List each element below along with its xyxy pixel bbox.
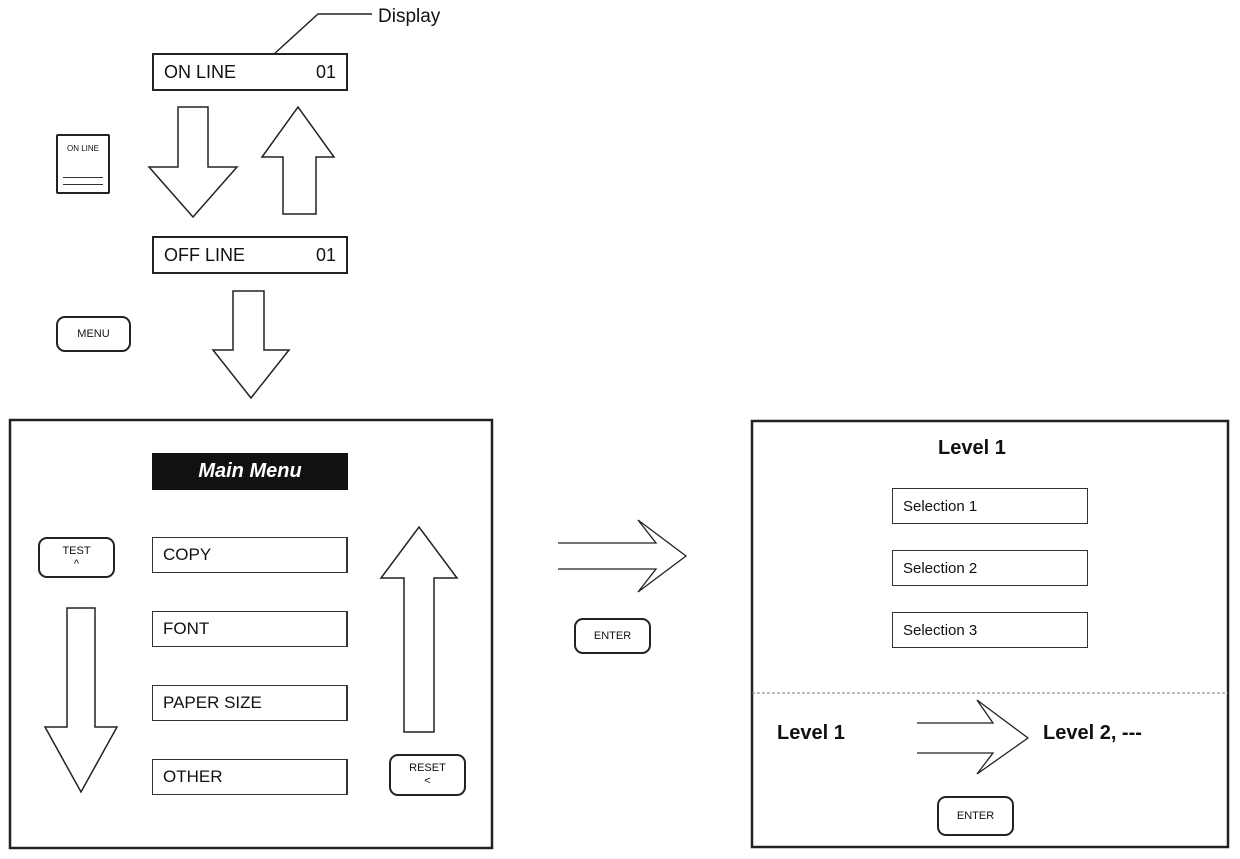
- reset-key[interactable]: RESET <: [389, 754, 466, 796]
- display-label: Display: [378, 6, 441, 27]
- menu-item-other[interactable]: OTHER: [152, 759, 348, 795]
- selection-3[interactable]: Selection 3: [892, 612, 1088, 648]
- lcd-offline-text: OFF LINE: [164, 244, 246, 265]
- menu-item-copy[interactable]: COPY: [152, 537, 348, 573]
- online-key-label: ON LINE: [66, 144, 99, 153]
- menu-key[interactable]: MENU: [56, 316, 131, 352]
- left-caret-icon: <: [424, 775, 431, 787]
- enter-key[interactable]: ENTER: [574, 618, 651, 654]
- arrow-up-offline: [260, 105, 336, 215]
- menu-key-label: MENU: [77, 327, 110, 340]
- arrow-down-online: [147, 106, 239, 219]
- enter-key-level[interactable]: ENTER: [937, 796, 1014, 836]
- display-callout-line: [272, 13, 372, 56]
- test-key-label: TEST: [62, 544, 91, 557]
- lcd-offline: OFF LINE 01: [152, 236, 348, 274]
- enter-key-label: ENTER: [593, 629, 632, 642]
- lcd-online-number: 01: [315, 61, 336, 82]
- reset-key-label: RESET: [409, 762, 446, 774]
- online-key-lines: [63, 177, 103, 185]
- arrow-down-to-menu: [211, 290, 291, 400]
- online-key[interactable]: ON LINE: [56, 134, 110, 194]
- lcd-online: ON LINE 01: [152, 53, 348, 91]
- level-panel-title: Level 1: [938, 437, 1006, 459]
- selection-2[interactable]: Selection 2: [892, 550, 1088, 586]
- enter-arrow: [558, 519, 688, 593]
- lcd-online-text: ON LINE: [164, 61, 237, 82]
- level-to-label: Level 2, ---: [1043, 722, 1142, 744]
- main-menu-title: Main Menu: [152, 453, 348, 490]
- level-from-label: Level 1: [777, 722, 845, 744]
- main-menu-frame: [8, 418, 494, 850]
- test-key[interactable]: TEST ^: [38, 537, 115, 578]
- selection-1[interactable]: Selection 1: [892, 488, 1088, 524]
- menu-item-paper-size[interactable]: PAPER SIZE: [152, 685, 348, 721]
- menu-arrow-up: [379, 525, 459, 733]
- up-caret-icon: ^: [73, 557, 80, 570]
- enter-key-level-label: ENTER: [956, 809, 995, 822]
- level-panel-frame: [750, 419, 1230, 849]
- menu-item-font[interactable]: FONT: [152, 611, 348, 647]
- level-arrow: [917, 699, 1030, 775]
- lcd-offline-number: 01: [315, 244, 336, 265]
- menu-arrow-down: [43, 607, 119, 794]
